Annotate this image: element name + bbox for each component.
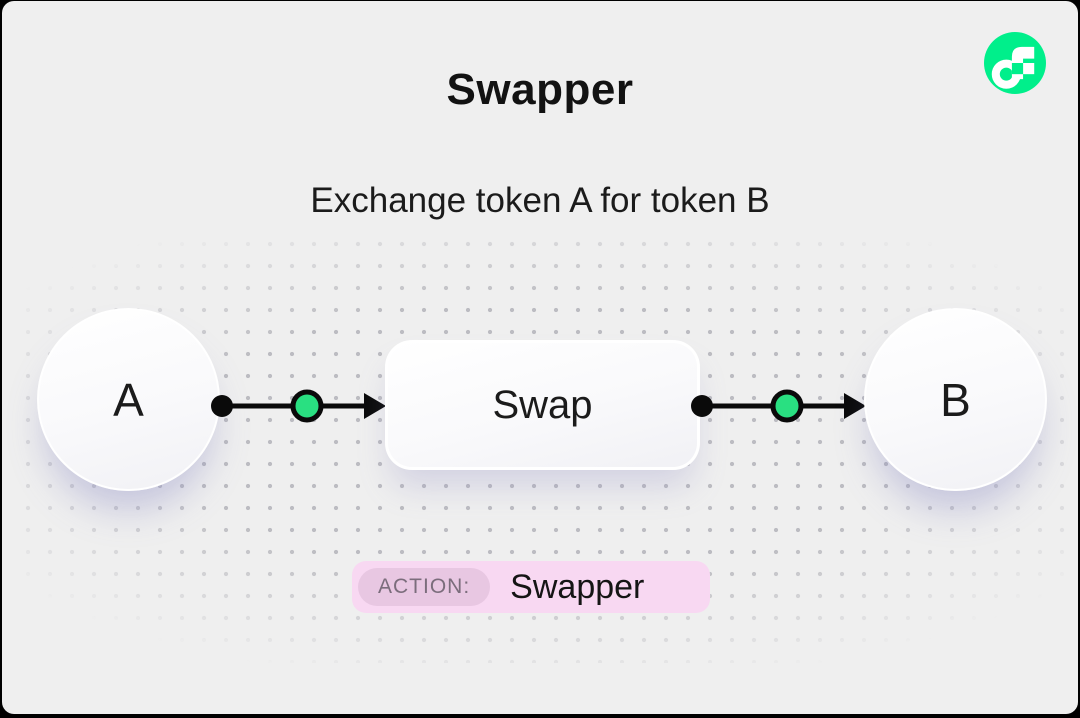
page-title: Swapper: [446, 65, 634, 114]
node-token-b-label: B: [940, 373, 971, 426]
connector-accent-dot: [290, 389, 324, 423]
arrowhead-icon: [364, 393, 386, 419]
connector-arrow-swap-to-b: [691, 389, 866, 423]
flow-logo-icon: [984, 32, 1046, 94]
node-token-b: B: [864, 308, 1047, 491]
node-token-a-label: A: [113, 373, 144, 426]
action-badge: ACTION: Swapper: [352, 561, 710, 613]
page-subtitle: Exchange token A for token B: [310, 181, 770, 220]
node-swap-label: Swap: [492, 382, 593, 427]
action-badge-label: ACTION:: [358, 568, 491, 606]
node-swap-action: Swap: [385, 340, 700, 470]
connector-start-dot: [211, 395, 233, 417]
connector-arrow-a-to-swap: [211, 389, 386, 423]
node-token-a: A: [37, 308, 220, 491]
connector-start-dot: [691, 395, 713, 417]
arrowhead-icon: [844, 393, 866, 419]
connector-accent-dot: [770, 389, 804, 423]
action-badge-value: Swapper: [510, 567, 645, 606]
